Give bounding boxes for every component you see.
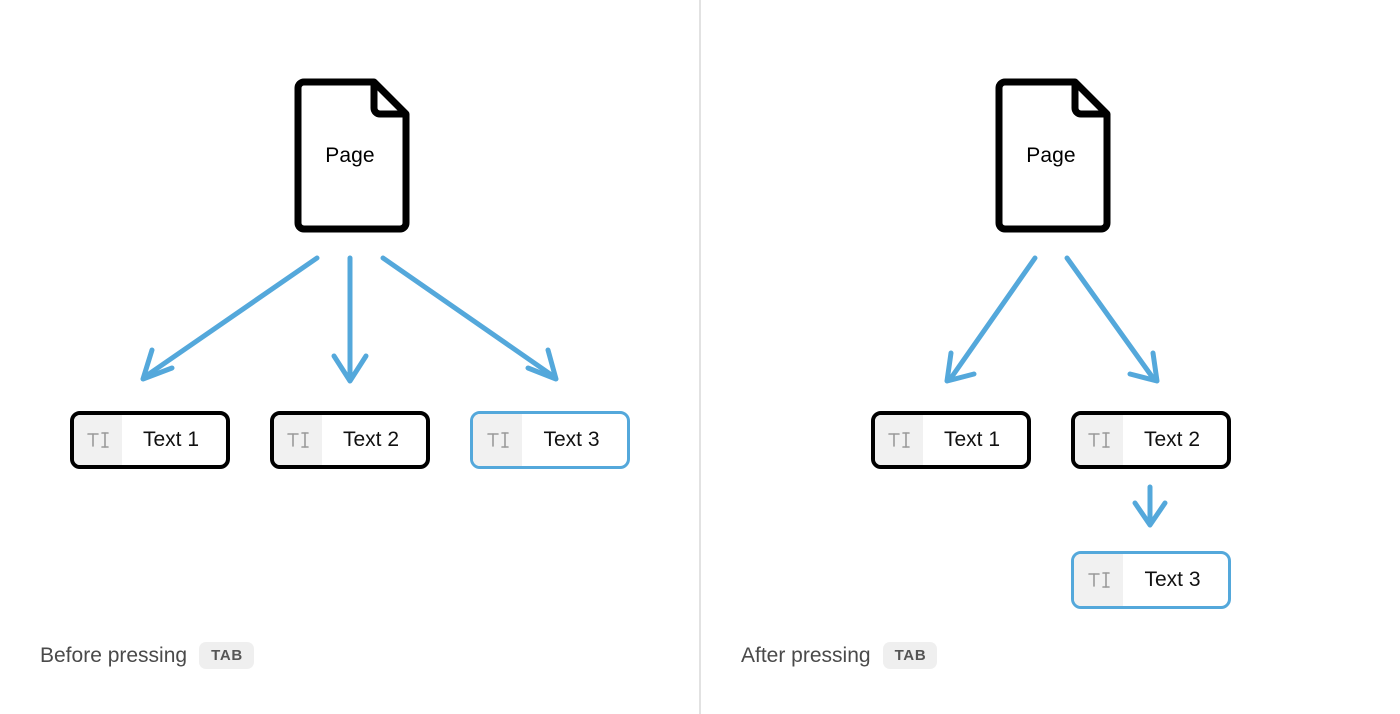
text-field-node-3-selected[interactable]: Text 3 — [470, 411, 630, 469]
text-field-node-1[interactable]: Text 1 — [70, 411, 230, 469]
page-document-icon — [995, 78, 1111, 233]
text-field-node-1[interactable]: Text 1 — [871, 411, 1031, 469]
caption-after: After pressing TAB — [741, 642, 938, 669]
arrow-head-right — [525, 347, 559, 382]
text-field-icon — [274, 415, 322, 465]
arrow-line-right — [1064, 255, 1156, 381]
text-field-label: Text 1 — [943, 428, 1001, 451]
arrow-head-left — [140, 347, 175, 382]
panel-after-tab: Page Text 1 — [701, 0, 1400, 714]
arrow-head-right — [1127, 350, 1160, 384]
kbd-tab-badge: TAB — [199, 642, 254, 669]
arrow-line-right — [380, 255, 556, 379]
arrow-head-nest — [1132, 500, 1168, 528]
text-field-node-3-selected[interactable]: Text 3 — [1071, 551, 1231, 609]
text-field-icon — [1074, 554, 1123, 606]
page-node-before[interactable]: Page — [290, 78, 410, 233]
panel-before-tab: Page Text 1 — [0, 0, 699, 714]
kbd-tab-badge: TAB — [882, 642, 938, 669]
page-document-icon — [294, 78, 410, 233]
arrow-head-left — [944, 350, 977, 384]
caption-before: Before pressing TAB — [40, 642, 254, 669]
text-field-node-2[interactable]: Text 2 — [270, 411, 430, 469]
text-field-label: Text 3 — [543, 428, 600, 451]
caption-text: After pressing — [741, 643, 871, 667]
text-field-label: Text 3 — [1144, 568, 1201, 591]
text-field-icon — [1075, 415, 1123, 465]
arrow-head-center — [331, 353, 369, 384]
text-field-label: Text 1 — [142, 428, 200, 451]
page-node-label: Page — [325, 143, 375, 167]
panel-divider — [699, 0, 701, 714]
caption-text: Before pressing — [40, 643, 188, 667]
arrow-line-left — [948, 255, 1038, 381]
text-field-label: Text 2 — [1143, 428, 1201, 451]
text-field-icon — [473, 414, 522, 466]
arrow-line-left — [143, 255, 320, 379]
text-field-icon — [875, 415, 923, 465]
text-field-node-2[interactable]: Text 2 — [1071, 411, 1231, 469]
text-field-icon — [74, 415, 122, 465]
page-node-after[interactable]: Page — [991, 78, 1111, 233]
text-field-label: Text 2 — [342, 428, 400, 451]
page-node-label: Page — [1026, 143, 1076, 167]
